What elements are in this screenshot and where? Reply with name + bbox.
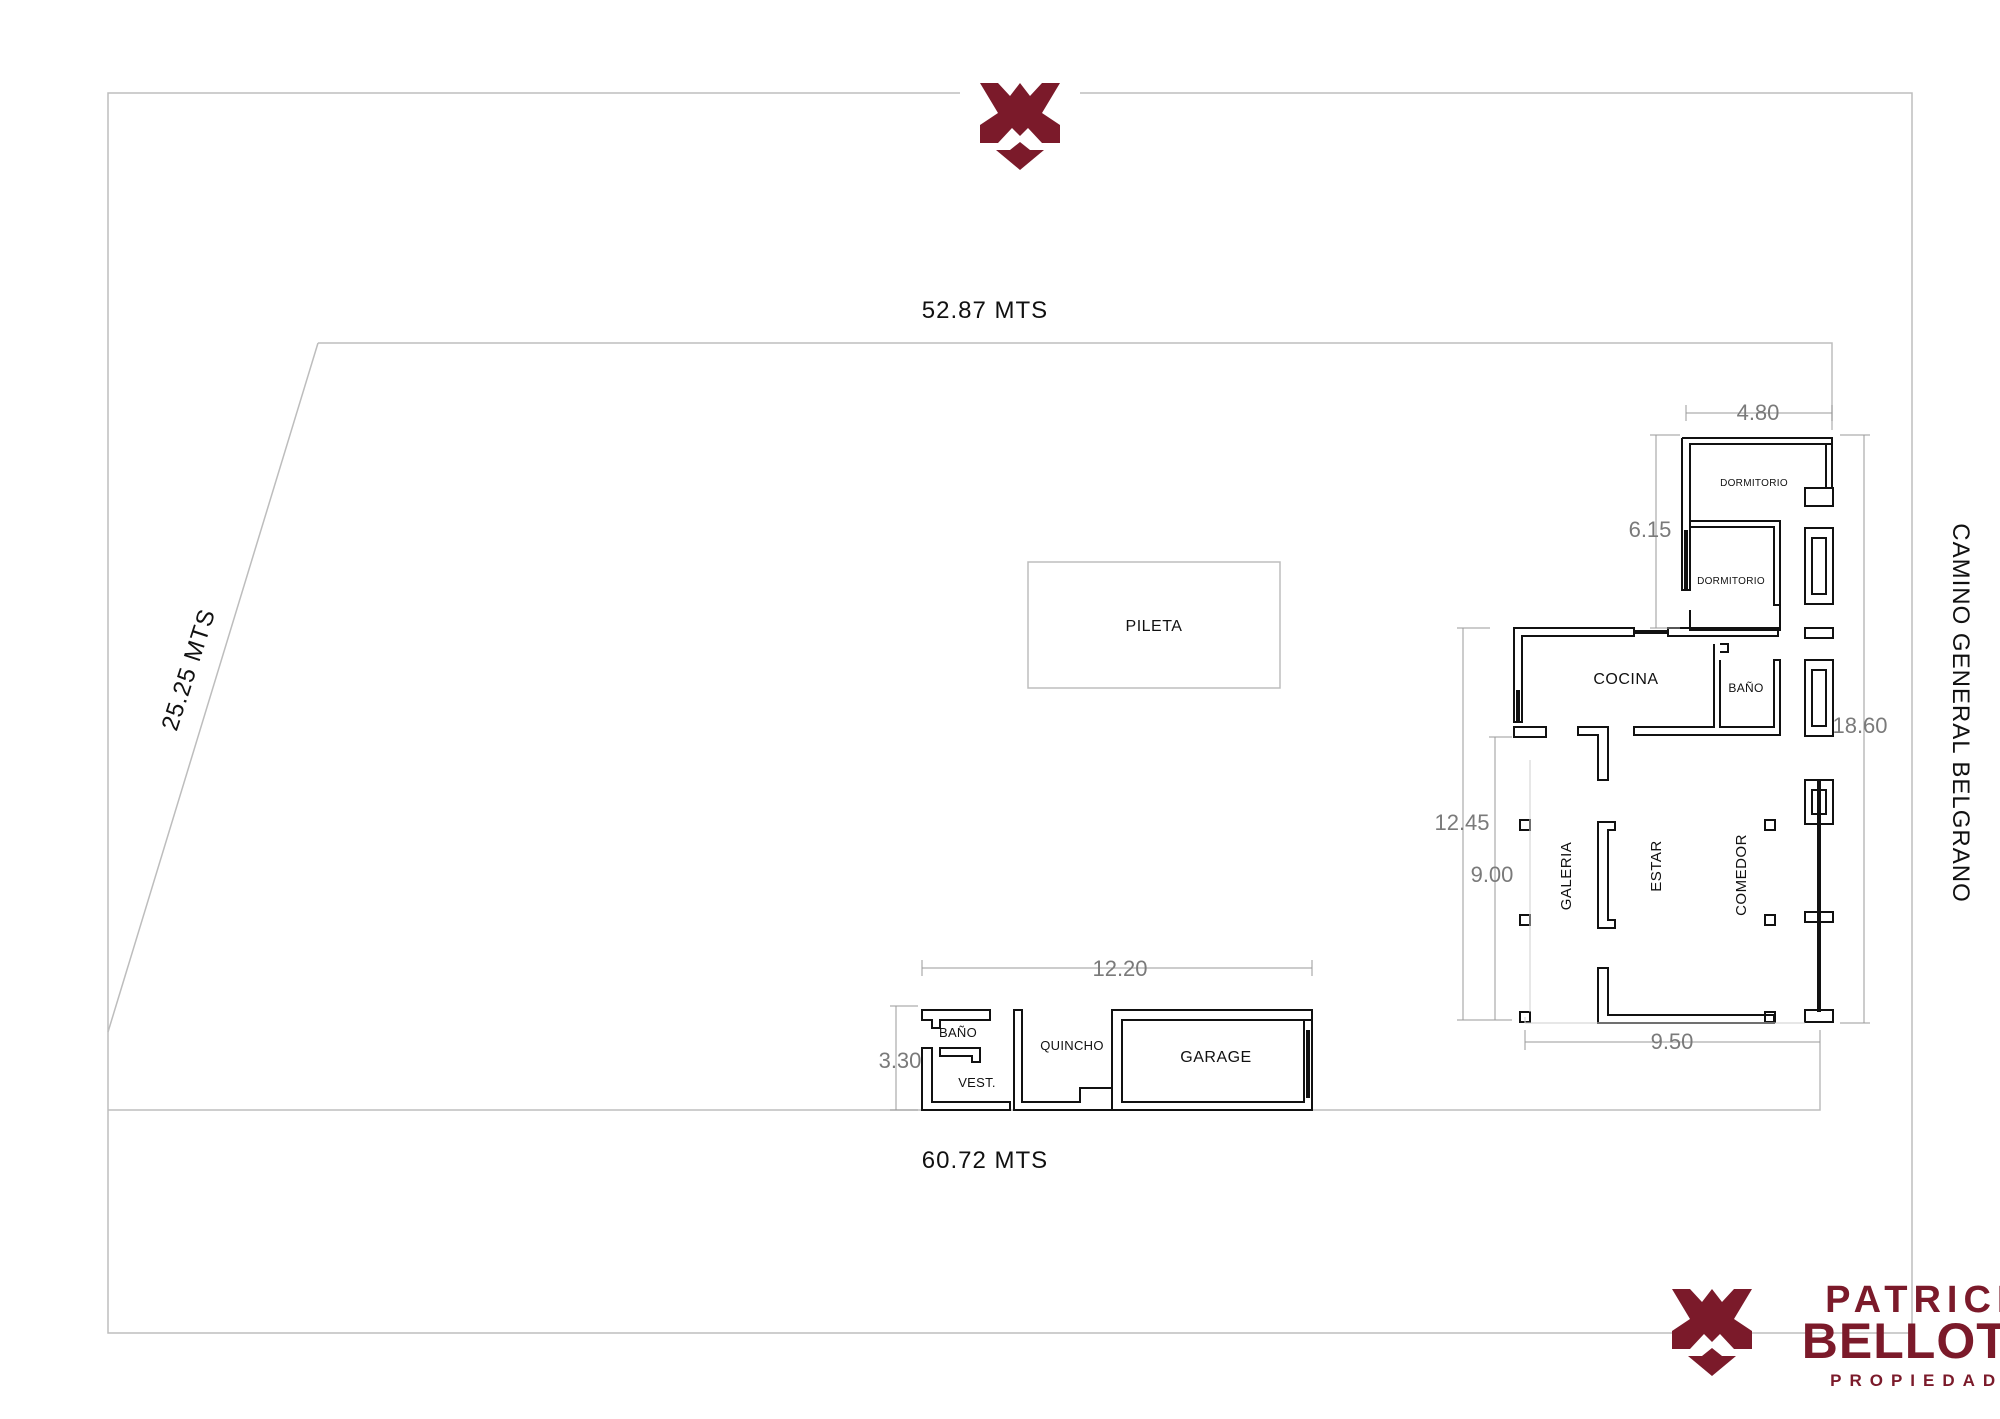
brand-logo: PATRICIA BELLOTTI PROPIEDADES — [1672, 1279, 2000, 1390]
dimension-lines — [890, 405, 1870, 1111]
room-galeria: GALERIA — [1558, 842, 1575, 911]
pool — [1027, 561, 1281, 689]
dim-quincho-width: 12.20 — [1092, 956, 1147, 981]
room-garage: GARAGE — [1180, 1049, 1251, 1066]
dim-dorm-width: 4.80 — [1737, 400, 1780, 425]
dim-house-width: 9.50 — [1651, 1029, 1694, 1054]
street-name: CAMINO GENERAL BELGRANO — [1947, 523, 1974, 903]
quincho-walls — [921, 1009, 1313, 1111]
pool-label: PILETA — [1126, 618, 1183, 635]
room-vestuario: VEST. — [958, 1075, 996, 1090]
dim-house-left-depth: 12.45 — [1434, 810, 1489, 835]
fox-logo-icon — [980, 83, 1060, 170]
house-walls — [1513, 437, 1834, 1024]
brand-name-first: PATRICIA — [1825, 1279, 2000, 1321]
dim-quincho-depth: 3.30 — [879, 1048, 922, 1073]
sheet-frame — [107, 92, 1913, 1334]
brand-tagline: PROPIEDADES — [1830, 1371, 2000, 1390]
plot-side-length: 25.25 MTS — [156, 605, 221, 734]
dim-house-depth: 18.60 — [1832, 713, 1887, 738]
room-dormitorio-1: DORMITORIO — [1720, 478, 1788, 489]
room-bano-house: BAÑO — [1728, 681, 1763, 695]
house-thick-walls — [1516, 530, 1821, 1012]
plot-outline — [107, 342, 1833, 1111]
dim-dorm-depth: 6.15 — [1629, 517, 1672, 542]
room-comedor: COMEDOR — [1733, 834, 1750, 916]
fox-logo-icon — [1672, 1289, 1752, 1376]
plot-top-length: 52.87 MTS — [922, 297, 1048, 324]
room-cocina: COCINA — [1593, 671, 1658, 688]
room-dormitorio-2: DORMITORIO — [1697, 576, 1765, 587]
room-quincho: QUINCHO — [1040, 1038, 1104, 1053]
dim-galeria-depth: 9.00 — [1471, 862, 1514, 887]
plot-bottom-length: 60.72 MTS — [922, 1147, 1048, 1174]
room-bano-quincho: BAÑO — [939, 1025, 977, 1040]
brand-name-last: BELLOTTI — [1802, 1313, 2000, 1369]
room-estar: ESTAR — [1648, 840, 1665, 891]
